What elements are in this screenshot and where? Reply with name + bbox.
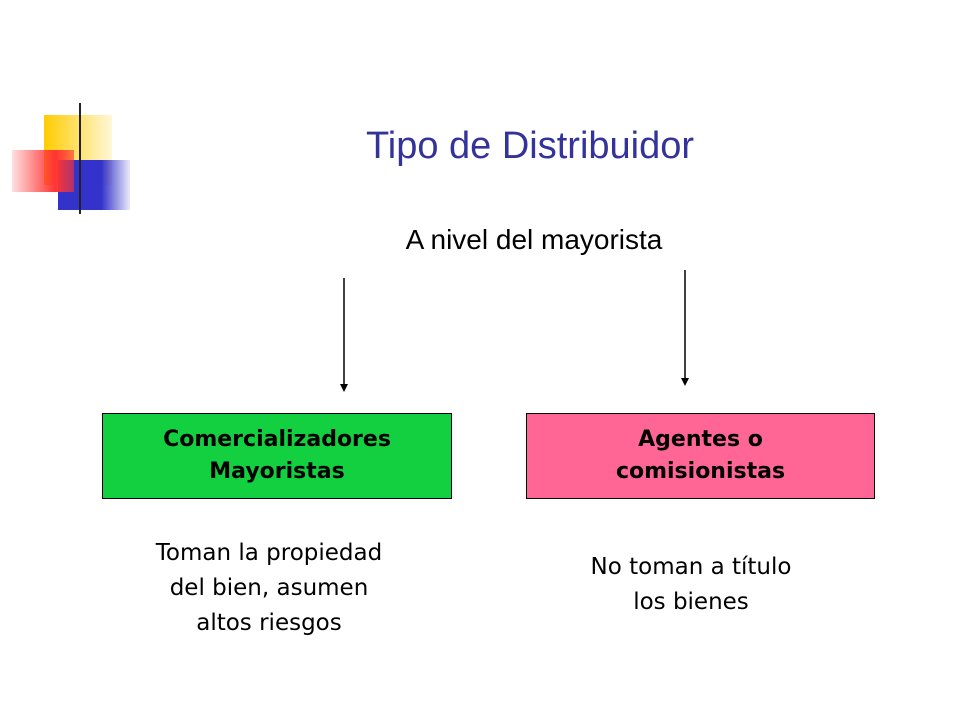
description-left-line-1: Toman la propiedad [155,540,383,566]
description-right-line-2: los bienes [633,589,749,615]
description-left-line-2: del bien, asumen [169,575,369,601]
box-left-line-1: Comercializadores [163,427,391,452]
description-right: No toman a título los bienes [536,550,846,620]
box-right-line-2: comisionistas [615,459,786,484]
box-right-line-1: Agentes o [638,427,763,452]
box-agentes-comisionistas: Agentes o comisionistas [526,413,875,499]
deco-red-square [12,150,74,192]
box-comercializadores-mayoristas: Comercializadores Mayoristas [102,413,452,499]
description-left-line-3: altos riesgos [196,610,342,636]
slide-subtitle: A nivel del mayorista [405,224,663,255]
description-right-line-1: No toman a título [590,554,792,580]
slide-title: Tipo de Distribuidor [365,125,695,167]
description-left: Toman la propiedad del bien, asumen alto… [104,536,434,641]
corner-decoration [12,103,880,214]
box-left-line-2: Mayoristas [209,459,345,484]
